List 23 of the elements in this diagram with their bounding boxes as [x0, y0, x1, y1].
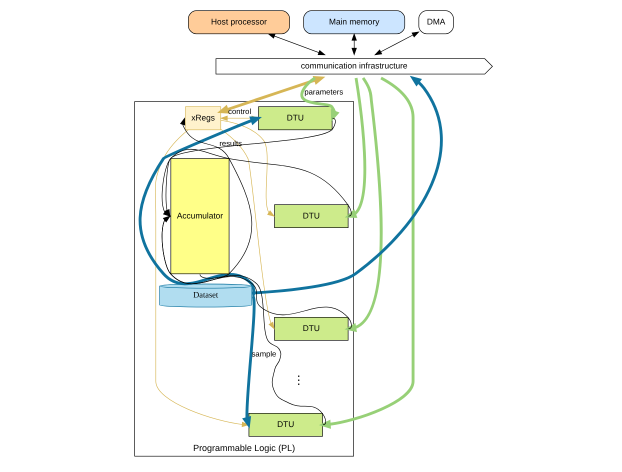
arrow	[217, 76, 326, 114]
arrow	[162, 216, 326, 426]
arrow	[267, 33, 326, 56]
node-box: DTU	[274, 316, 348, 341]
arrow	[220, 129, 275, 330]
arrow	[180, 117, 252, 279]
arrow	[164, 149, 352, 218]
node-box: Accumulator	[170, 158, 230, 274]
arrow	[300, 76, 340, 122]
node-box: Host processor	[188, 10, 290, 34]
node-box: DTU	[258, 106, 332, 130]
node-box: Main memory	[303, 10, 406, 34]
arrow	[162, 216, 352, 330]
arrow	[318, 76, 415, 429]
arrow	[220, 120, 275, 217]
label: ⋮	[293, 374, 306, 386]
arrow	[344, 77, 383, 332]
node-box: DMA	[418, 10, 454, 34]
arrow	[344, 78, 366, 218]
arrow	[374, 32, 420, 56]
node-box: DTU	[248, 412, 323, 437]
node-box: DTU	[274, 204, 348, 228]
node-box: xRegs	[185, 106, 222, 130]
